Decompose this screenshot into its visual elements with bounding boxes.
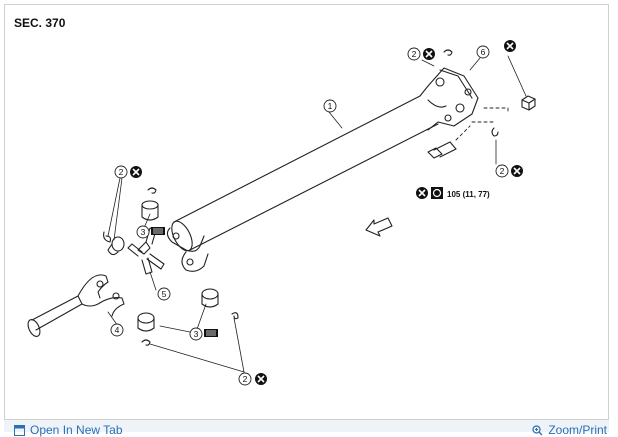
sleeve-yoke: [27, 274, 125, 337]
callout-3-lower: 3: [194, 329, 199, 339]
snap-ring-lower-right: [231, 312, 239, 320]
callout-2c-circle: [114, 165, 128, 179]
no-reuse-icon: [504, 40, 516, 52]
snap-ring-lower-left: [141, 339, 151, 346]
driveshaft-exploded-diagram: 1 6 2 2 2 2 3 3 4 5: [27, 40, 536, 386]
callout-3-upper: 3: [141, 227, 146, 237]
torque-spec: 105 (11, 77): [447, 190, 490, 199]
no-reuse-icon: [511, 165, 523, 177]
callout-2b-circle: [495, 164, 509, 178]
open-in-new-tab-link[interactable]: Open In New Tab: [14, 423, 123, 437]
zoom-icon: [532, 424, 543, 435]
callout-5: 5: [162, 289, 167, 299]
no-reuse-icon: [130, 166, 142, 178]
callout-4: 4: [115, 325, 120, 335]
grease-symbol-upper: [151, 227, 165, 235]
callout-2a-circle: [407, 47, 421, 61]
callout-2-bottom: 2: [243, 374, 248, 384]
no-reuse-icon: [416, 187, 428, 199]
callout-1-circle: [323, 99, 337, 113]
snap-ring-right: [491, 127, 499, 137]
shaft-yoke: [166, 227, 209, 272]
callout-2-right: 2: [500, 166, 505, 176]
no-reuse-icon: [423, 48, 435, 60]
front-direction-arrow: [365, 217, 393, 237]
callout-4-circle: [110, 323, 124, 337]
callout-6: 6: [481, 47, 486, 57]
flange-yoke: [419, 67, 479, 131]
bearing-cap-lower-left: [137, 312, 155, 332]
callout-1: 1: [328, 101, 333, 111]
no-reuse-icon: [255, 373, 267, 385]
grease-symbol-lower: [204, 329, 218, 337]
callout-2-top: 2: [412, 49, 417, 59]
snap-ring-upper: [147, 187, 157, 194]
torque-wrench-icon: [431, 187, 443, 199]
diagram-frame: [4, 4, 609, 420]
flange-nut: [521, 95, 536, 111]
snap-ring-top: [443, 49, 453, 56]
zoom-print-label: Zoom/Print: [548, 423, 607, 437]
footer-bar: Open In New Tab Zoom/Print: [4, 420, 609, 437]
open-tab-icon: [14, 424, 25, 436]
bearing-cap-lower-right: [201, 288, 219, 308]
callout-2d-circle: [238, 372, 252, 386]
section-title: SEC. 370: [14, 16, 66, 30]
callout-5-circle: [157, 287, 171, 301]
bearing-cap-upper: [141, 200, 159, 221]
zoom-print-link[interactable]: Zoom/Print: [532, 423, 607, 437]
propeller-shaft-tube: [171, 95, 439, 252]
callout-6-circle: [476, 45, 490, 59]
do-not-reuse-symbols: [130, 40, 523, 385]
bearing-cap-left: [107, 236, 125, 256]
snap-ring-left: [103, 231, 112, 243]
flange-bolt: [427, 141, 457, 159]
callout-3b-circle: [189, 327, 203, 341]
callout-2-left: 2: [119, 167, 124, 177]
open-in-new-tab-label: Open In New Tab: [30, 423, 123, 437]
callout-3a-circle: [136, 225, 150, 239]
